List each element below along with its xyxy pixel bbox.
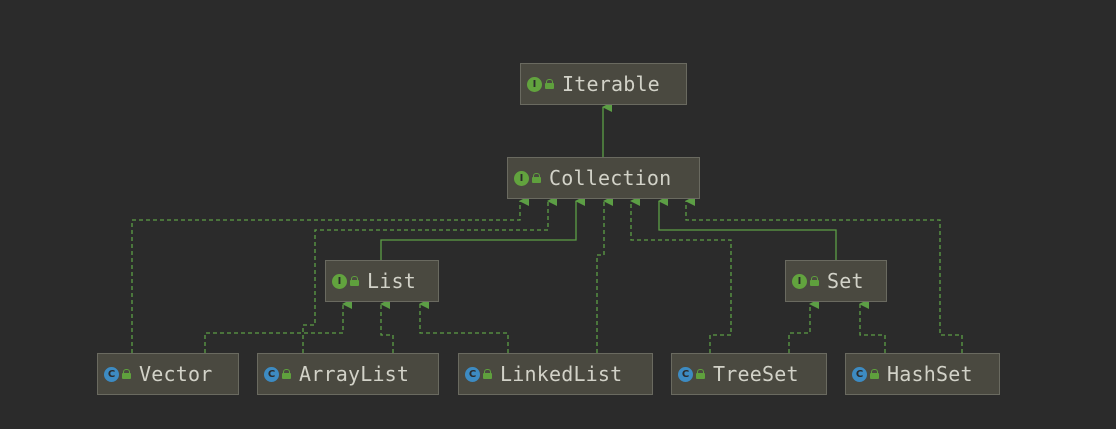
node-label: Set — [827, 269, 864, 293]
node-label: LinkedList — [500, 362, 623, 386]
node-label: ArrayList — [299, 362, 410, 386]
interface-icon: I — [514, 170, 529, 186]
node-label: Iterable — [562, 72, 660, 96]
class-icon: C — [264, 366, 279, 382]
edge-treeset-to-collection — [630, 196, 732, 353]
node-treeset[interactable]: C TreeSet — [671, 353, 827, 395]
node-arraylist[interactable]: C ArrayList — [257, 353, 439, 395]
node-set[interactable]: I Set — [785, 260, 887, 302]
node-label: Collection — [549, 166, 672, 190]
public-lock-icon — [122, 369, 131, 379]
class-icon: C — [678, 366, 693, 382]
class-icon: C — [465, 366, 480, 382]
edge-linkedlist-to-list — [419, 299, 509, 353]
edge-hashset-to-collection — [685, 196, 963, 353]
class-icon: C — [852, 366, 867, 382]
node-label: TreeSet — [713, 362, 799, 386]
node-label: Vector — [139, 362, 213, 386]
node-vector[interactable]: C Vector — [97, 353, 239, 395]
interface-icon: I — [332, 273, 347, 289]
edge-arraylist-to-collection — [302, 196, 557, 353]
public-lock-icon — [350, 276, 359, 286]
interface-icon: I — [527, 76, 542, 92]
edge-set-to-collection — [658, 196, 837, 260]
node-label: HashSet — [887, 362, 973, 386]
edge-treeset-to-set — [788, 299, 819, 353]
edge-list-to-collection — [380, 196, 585, 260]
public-lock-icon — [532, 173, 541, 183]
edge-hashset-to-set — [859, 299, 886, 353]
edge-linkedlist-to-collection — [596, 196, 613, 353]
public-lock-icon — [870, 369, 879, 379]
public-lock-icon — [810, 276, 819, 286]
public-lock-icon — [483, 369, 492, 379]
node-list[interactable]: I List — [325, 260, 439, 302]
node-hashset[interactable]: C HashSet — [845, 353, 1000, 395]
interface-icon: I — [792, 273, 807, 289]
node-label: List — [367, 269, 416, 293]
edge-vector-to-list — [204, 299, 352, 353]
node-iterable[interactable]: I Iterable — [520, 63, 687, 105]
public-lock-icon — [696, 369, 705, 379]
edge-vector-to-collection — [131, 196, 529, 353]
node-collection[interactable]: I Collection — [507, 157, 700, 199]
public-lock-icon — [545, 79, 554, 89]
public-lock-icon — [282, 369, 291, 379]
node-linkedlist[interactable]: C LinkedList — [458, 353, 653, 395]
edge-arraylist-to-list — [380, 299, 394, 353]
class-icon: C — [104, 366, 119, 382]
